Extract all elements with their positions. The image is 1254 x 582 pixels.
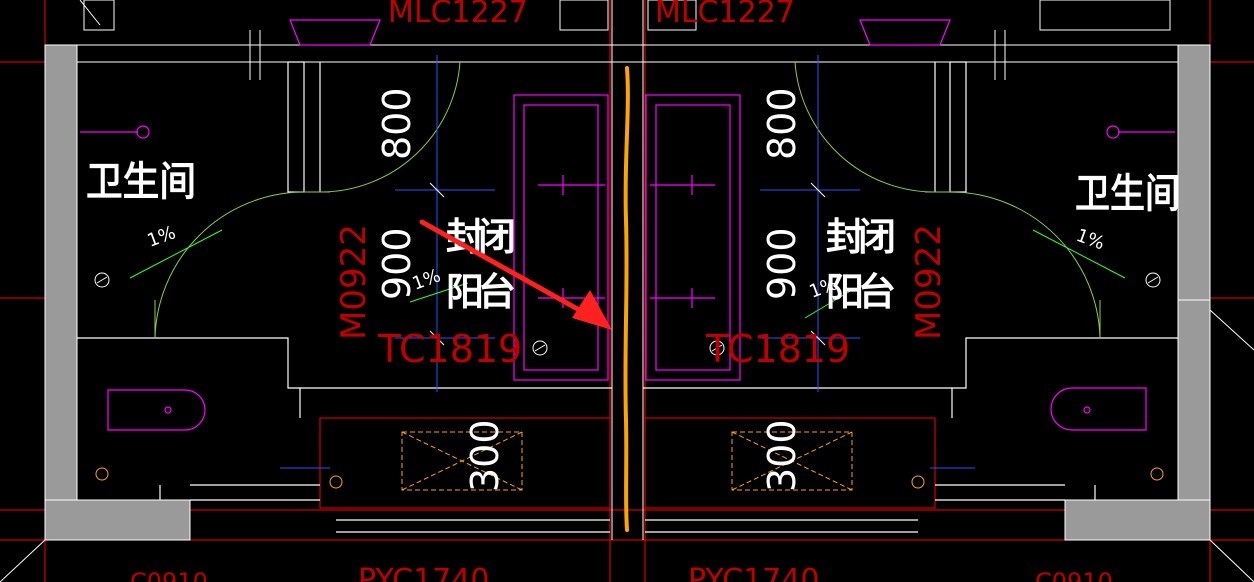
balcony-windows bbox=[513, 94, 741, 381]
dashed-boxes bbox=[401, 431, 853, 491]
yellow-highlight-line bbox=[623, 66, 630, 532]
room-label-left: 卫生间 bbox=[86, 159, 196, 205]
balcony-label-right: 封闭 阳台 bbox=[826, 215, 909, 314]
dim-900-left: 900 bbox=[375, 227, 419, 300]
dimension-ticks bbox=[429, 182, 826, 346]
door-code-left: M0922 bbox=[334, 224, 374, 340]
dim-900-right: 900 bbox=[760, 227, 804, 300]
window-code-left: TC1819 bbox=[377, 327, 522, 371]
door-code-right: M0922 bbox=[909, 224, 949, 340]
outer-walls bbox=[44, 44, 1211, 541]
window-code-right: TC1819 bbox=[705, 327, 850, 371]
interior-walls bbox=[77, 61, 1178, 533]
fixtures bbox=[80, 19, 1175, 431]
dim-300-left: 300 bbox=[463, 419, 507, 492]
door-swings bbox=[154, 61, 1101, 339]
balcony-labels: 封闭 阳台 封闭 阳台 bbox=[446, 215, 909, 314]
bolt-circles bbox=[95, 467, 1164, 489]
bottom-far-right-code: C0910 bbox=[1035, 568, 1113, 582]
floor-drains bbox=[94, 272, 1161, 356]
room-label-right: 卫生间 bbox=[1075, 171, 1180, 217]
balcony-label-left: 封闭 阳台 bbox=[446, 215, 529, 314]
dimension-lines bbox=[280, 55, 975, 469]
bottom-right-code: PYC1740 bbox=[688, 563, 819, 582]
bottom-far-left-code: C0910 bbox=[130, 568, 208, 582]
red-pointer-arrow-icon bbox=[419, 219, 612, 330]
top-right-code: MLC1227 bbox=[655, 0, 795, 30]
dim-300-right: 300 bbox=[760, 419, 804, 492]
top-left-code: MLC1227 bbox=[388, 0, 528, 30]
dim-800-right: 800 bbox=[760, 87, 804, 160]
dim-800-left: 800 bbox=[375, 87, 419, 160]
text-labels: MLC1227 MLC1227 卫生间 卫生间 800 800 900 900 … bbox=[86, 0, 1180, 582]
top-wall bbox=[45, 0, 1210, 540]
bottom-left-code: PYC1740 bbox=[358, 563, 489, 582]
slope-arrows bbox=[129, 229, 1126, 319]
